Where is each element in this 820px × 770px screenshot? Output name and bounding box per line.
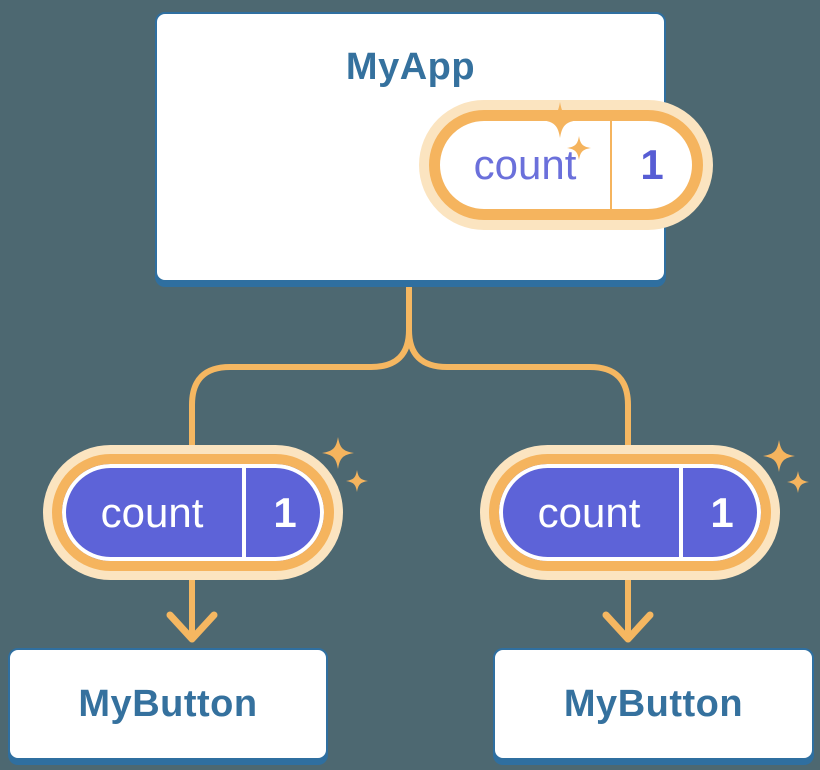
component-node-mybutton-left: MyButton: [8, 648, 328, 760]
state-value: 1: [273, 488, 297, 536]
component-node-mybutton-right: MyButton: [493, 648, 814, 760]
state-name-label: count: [473, 141, 577, 188]
pill-divider: [610, 121, 612, 209]
state-value: 1: [710, 488, 734, 536]
arrowhead-right-icon: [602, 611, 654, 643]
state-pill: count 1: [429, 110, 703, 220]
state-name-label: count: [537, 488, 641, 536]
component-title: MyButton: [78, 682, 258, 725]
pill-divider: [242, 464, 246, 561]
state-name-label: count: [100, 488, 204, 536]
arrowhead-left-icon: [166, 611, 218, 643]
component-title: MyButton: [563, 682, 744, 725]
state-pill: count 1: [489, 454, 771, 571]
pill-divider: [679, 464, 683, 561]
state-value: 1: [640, 141, 664, 188]
component-node-myapp: MyApp count 1: [155, 12, 703, 282]
component-title: MyApp: [345, 46, 476, 88]
connector-right-branch: [406, 280, 631, 636]
state-pill: count 1: [52, 454, 334, 571]
connector-left-branch: [189, 280, 412, 636]
